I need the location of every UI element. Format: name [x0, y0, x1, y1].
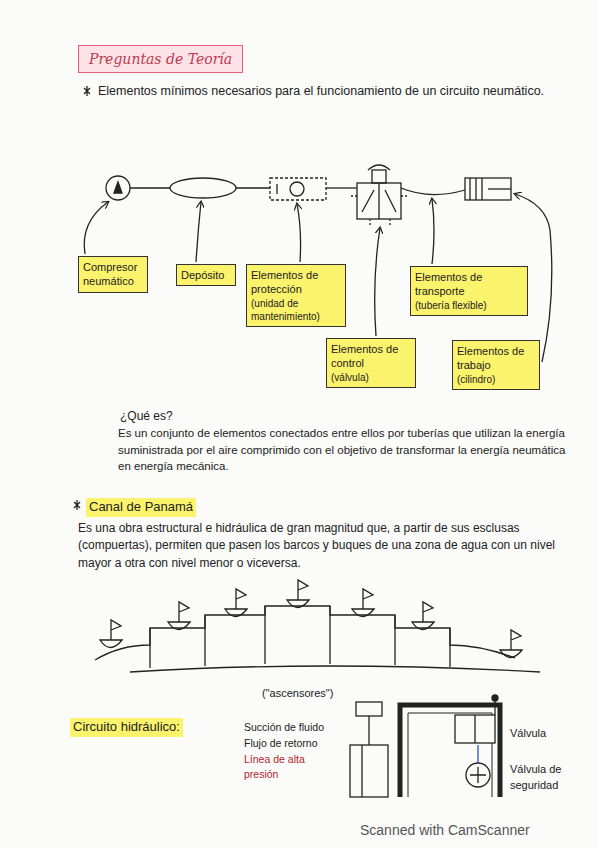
tank [350, 745, 388, 797]
maintenance-unit [270, 178, 326, 200]
callout-text: Elementos de trabajo [457, 344, 535, 373]
callout-box: Elementos de protección(unidad de manten… [246, 264, 346, 327]
legend-text: Succión de fluido [244, 720, 324, 735]
callout-text: (unidad de mantenimiento) [251, 297, 341, 323]
valve-symbol [357, 183, 401, 219]
answer-text: Es un conjunto de elementos conectados e… [118, 425, 580, 475]
callout-box: Elementos de control(válvula) [326, 338, 416, 388]
drawing-caption: ("ascensores") [262, 686, 333, 702]
callout-box: Compresor neumático [78, 256, 148, 293]
cylinder-symbol [465, 178, 511, 200]
question: ¿Qué es? [120, 408, 173, 425]
section-heading: Circuito hidráulico: [70, 718, 183, 737]
callout-box: Elementos de transporte(tubería flexible… [410, 266, 528, 316]
callout-text: (cilindro) [457, 373, 535, 386]
intro-text: Elementos mínimos necesarios para el fun… [98, 82, 558, 100]
callout-text: Compresor neumático [83, 260, 143, 289]
canal-drawing [95, 580, 540, 672]
part-label: Válvula de seguridad [510, 762, 590, 794]
watermark: Scanned with CamScanner [360, 820, 530, 840]
body-text: Es una obra estructural e hidráulica de … [78, 520, 570, 572]
section-heading: Canal de Panamá [86, 498, 196, 517]
part-label: Válvula [510, 726, 546, 742]
callout-text: (válvula) [331, 371, 411, 384]
leader-line [84, 202, 108, 254]
legend-text: Flujo de retorno [244, 736, 318, 751]
leader-line [432, 199, 434, 264]
deposit-symbol [170, 178, 236, 198]
callout-text: Elementos de transporte [415, 270, 523, 299]
title-box: Preguntas de Teoría [78, 45, 243, 73]
boat [100, 620, 122, 648]
valve-symbol [455, 715, 495, 743]
legend-text: Línea de alta presión [244, 752, 324, 782]
compressor-symbol [106, 176, 130, 200]
callout-box: Elementos de trabajo(cilindro) [452, 340, 540, 390]
leader-line [196, 202, 201, 262]
leader-line [297, 204, 301, 262]
bullet [84, 86, 90, 96]
callout-box: Depósito [176, 264, 236, 286]
leader-line [375, 228, 380, 336]
callout-text: Depósito [181, 268, 231, 282]
hydraulic-drawing [350, 695, 500, 797]
pump [466, 763, 490, 787]
callout-text: (tubería flexible) [415, 299, 523, 312]
callout-text: Elementos de protección [251, 268, 341, 297]
bullet [74, 500, 80, 510]
compressor-arrow [114, 182, 122, 193]
callout-text: Elementos de control [331, 342, 411, 371]
